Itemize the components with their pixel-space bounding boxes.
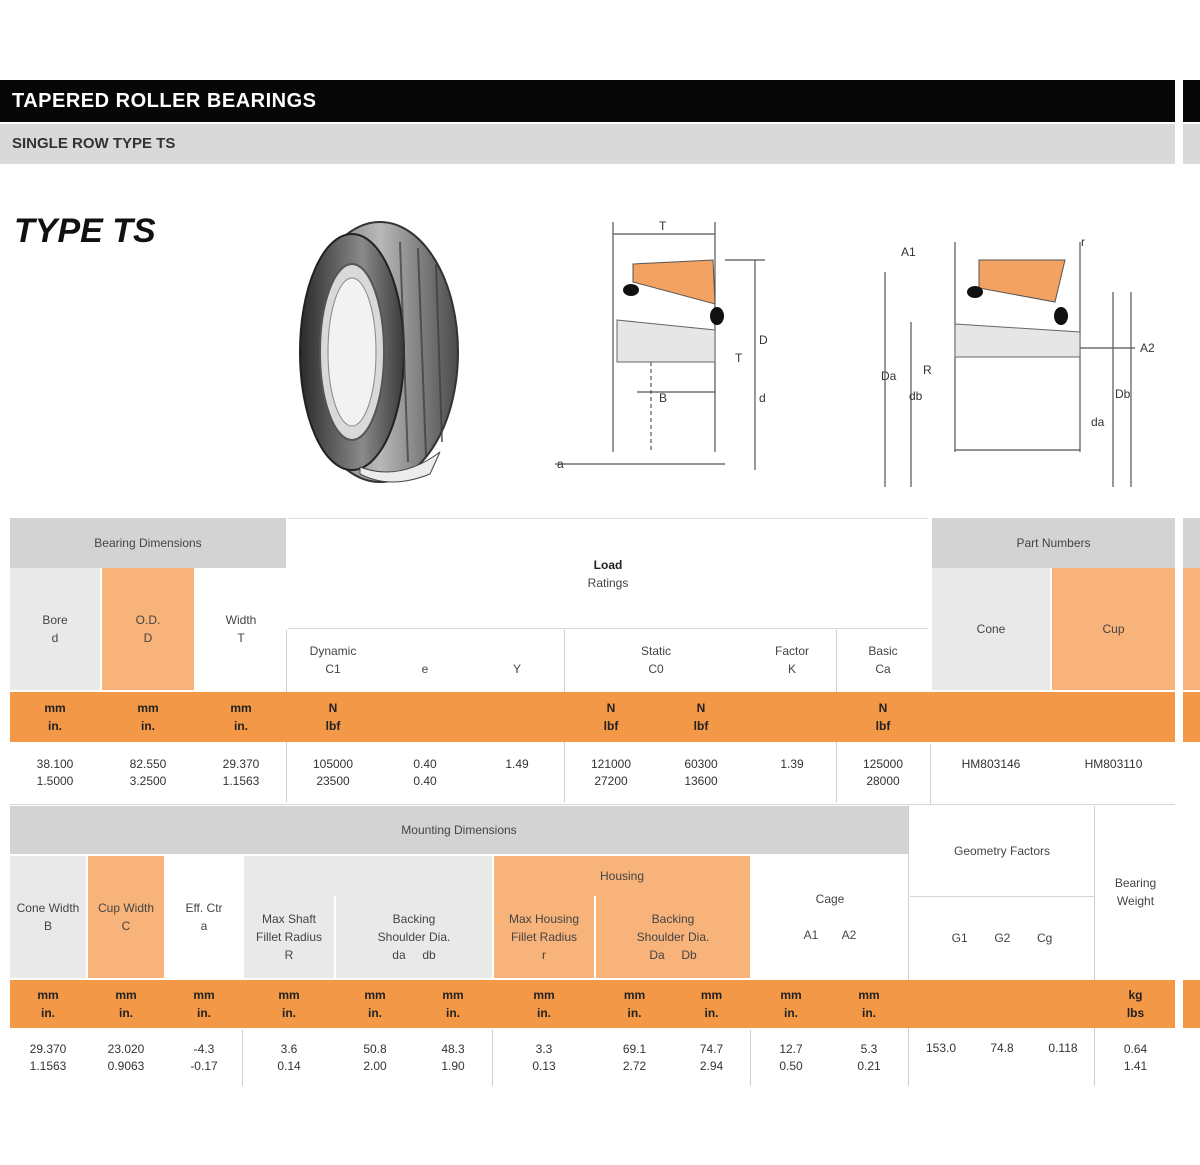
cup-col-header: Cup xyxy=(1052,568,1175,690)
svg-text:B: B xyxy=(659,391,667,405)
geometry-factors-header: Geometry Factors xyxy=(910,806,1094,896)
housing-group-header: Housing xyxy=(494,856,750,896)
cross-section-diagram: T D d T B a xyxy=(555,219,768,471)
svg-text:T: T xyxy=(659,219,667,233)
bearing-dimensions-header: Bearing Dimensions xyxy=(10,518,286,568)
table-cell: 153.0 xyxy=(925,1041,957,1055)
svg-text:R: R xyxy=(923,363,932,377)
svg-text:Da: Da xyxy=(881,369,897,383)
table-cell: HM803110 xyxy=(1084,757,1143,771)
subtitle-bar-edge xyxy=(1183,124,1200,164)
svg-text:D: D xyxy=(759,333,768,347)
svg-text:r: r xyxy=(1081,235,1085,249)
table-cell: 0.118 xyxy=(1048,1041,1078,1055)
e-col-header: e xyxy=(380,630,470,690)
table-edge xyxy=(1183,518,1200,568)
mounting-diagram: A1 r A2 Da db Db da R xyxy=(881,235,1155,487)
table-cell: -4.3-0.17 xyxy=(190,1042,218,1073)
section-subtitle: SINGLE ROW TYPE TS xyxy=(0,124,1175,164)
table-cell: 1.39 xyxy=(780,757,804,771)
part-numbers-header: Part Numbers xyxy=(932,518,1175,568)
y-col-header: Y xyxy=(472,630,562,690)
units-band xyxy=(10,692,1175,742)
svg-text:A1: A1 xyxy=(901,245,916,259)
section-title: TAPERED ROLLER BEARINGS xyxy=(0,80,1175,122)
cage-col-header: Cage A1 A2 xyxy=(752,856,908,978)
cone-col-header: Cone xyxy=(932,568,1050,690)
mounting-dimensions-header: Mounting Dimensions xyxy=(10,806,908,854)
type-title: TYPE TS xyxy=(14,212,156,250)
table-cell: 1.49 xyxy=(505,757,529,771)
table-cell: 74.8 xyxy=(990,1041,1014,1055)
table-edge xyxy=(1183,568,1200,690)
bearing-image xyxy=(299,221,459,483)
svg-text:d: d xyxy=(759,391,766,405)
geometry-factors-syms: G1 G2 Cg xyxy=(910,898,1094,978)
svg-text:T: T xyxy=(735,351,743,365)
units-band xyxy=(10,980,1175,1028)
shaft-group-header xyxy=(244,856,492,896)
svg-text:a: a xyxy=(557,457,564,471)
svg-text:A2: A2 xyxy=(1140,341,1155,355)
title-bar-edge xyxy=(1183,80,1200,122)
svg-text:da: da xyxy=(1091,415,1105,429)
svg-text:db: db xyxy=(909,389,923,403)
od-col-header: O.D.D xyxy=(102,568,194,690)
table-cell: HM803146 xyxy=(961,757,1021,771)
svg-text:Db: Db xyxy=(1115,387,1131,401)
